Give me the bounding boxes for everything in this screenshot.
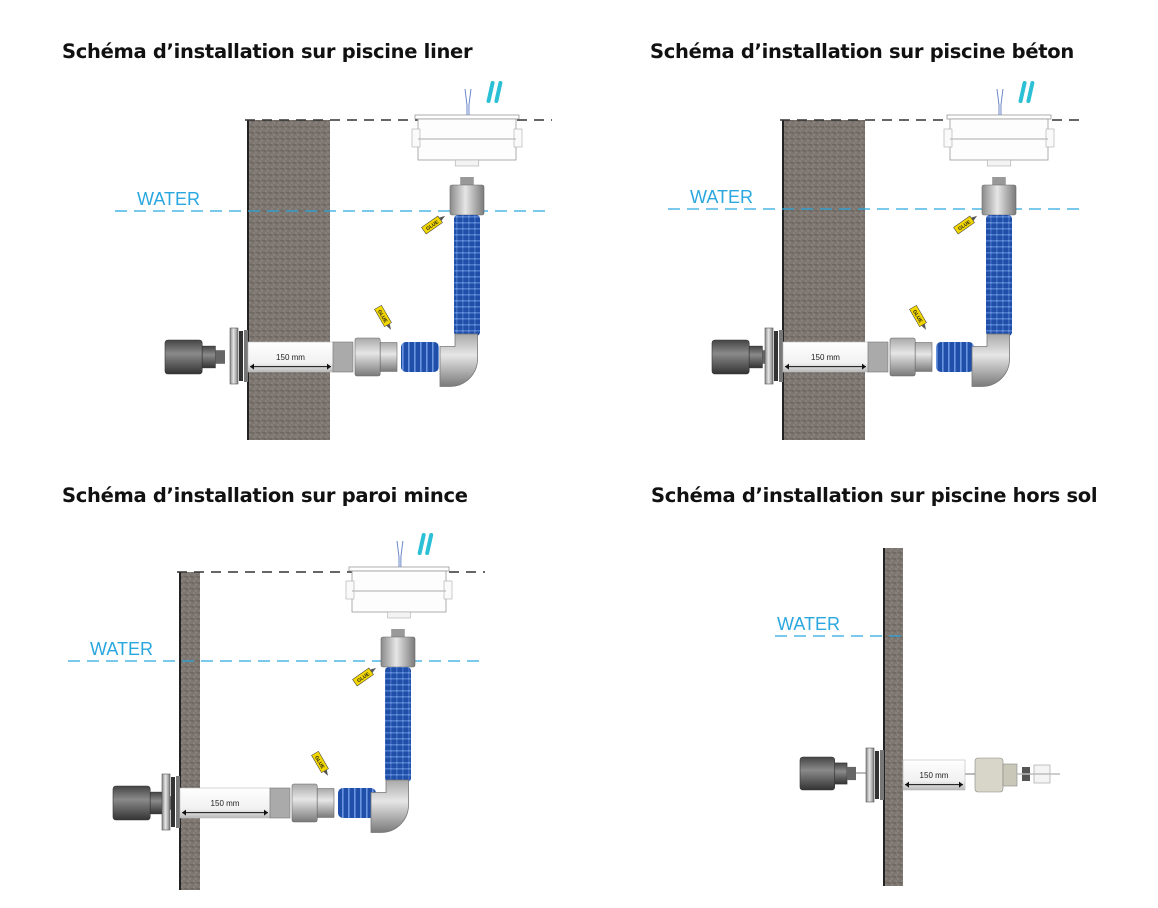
coupling-vertical	[449, 184, 485, 216]
blue-hose-horizontal	[936, 342, 974, 372]
blue-hose-horizontal	[338, 788, 376, 818]
glue-tube-icon: GLUE	[311, 750, 329, 776]
pool-wall	[180, 572, 200, 890]
pool-wall	[783, 120, 865, 440]
nut	[992, 177, 1006, 185]
glue-tube-icon: GLUE	[421, 215, 446, 235]
pool-wall	[248, 120, 330, 440]
wire-connectors-icon	[417, 533, 434, 555]
threaded-adapter	[269, 787, 291, 819]
wall-flange	[229, 327, 248, 385]
water-label: WATER	[137, 189, 200, 209]
wall-flange	[865, 747, 884, 803]
sleeve-pipe: 150 mm	[902, 759, 966, 791]
water-label: WATER	[690, 187, 753, 207]
blue-hose-horizontal	[401, 342, 439, 372]
junction-box	[345, 533, 453, 619]
wall-flange	[764, 327, 783, 385]
water-label: WATER	[90, 639, 153, 659]
panel-title-hors-sol: Schéma d’installation sur piscine hors s…	[651, 484, 1098, 507]
lamp-body	[799, 756, 856, 791]
wall-flange	[161, 773, 180, 831]
elbow-fitting	[971, 333, 1010, 387]
panel-title-paroi-mince: Schéma d’installation sur paroi mince	[62, 484, 468, 507]
wire-connectors-icon	[1018, 81, 1035, 103]
panel-title-beton: Schéma d’installation sur piscine béton	[650, 40, 1074, 63]
cable-gland	[974, 757, 1060, 793]
junction-box	[411, 81, 523, 167]
threaded-adapter	[332, 341, 354, 373]
coupling-horizontal	[889, 337, 933, 377]
hose-ribs	[986, 215, 1012, 336]
nut	[391, 629, 405, 637]
lamp-body	[164, 339, 225, 375]
wire-connectors-icon	[486, 81, 503, 103]
glue-tube-icon: GLUE	[374, 304, 392, 330]
dimension-label: 150 mm	[811, 353, 840, 362]
coupling-vertical	[981, 184, 1017, 216]
threaded-adapter	[867, 341, 889, 373]
cable-wires	[464, 88, 472, 115]
diagram-panel-1: WATER GLUE 150 mm GLUE	[115, 81, 552, 440]
nut	[460, 177, 474, 185]
cable-wires	[996, 88, 1004, 115]
diagram-panel-2: WATER GLUE 150 mm GLUE	[668, 81, 1085, 440]
pool-wall	[884, 548, 903, 886]
cable-wires	[396, 540, 404, 567]
glue-tube-icon: GLUE	[953, 215, 978, 235]
dimension-label: 150 mm	[920, 771, 949, 780]
panel-title-liner: Schéma d’installation sur piscine liner	[62, 40, 473, 63]
water-label: WATER	[777, 614, 840, 634]
hose-ribs	[385, 667, 411, 782]
elbow-fitting	[439, 333, 478, 387]
sleeve-pipe: 150 mm	[179, 787, 271, 819]
elbow-fitting	[370, 779, 409, 833]
coupling-vertical	[380, 636, 416, 668]
dimension-label: 150 mm	[211, 799, 240, 808]
glue-tube-icon: GLUE	[352, 667, 377, 687]
diagram-panel-3: WATER GLUE 150 mm GLUE	[68, 533, 485, 890]
dimension-label: 150 mm	[276, 353, 305, 362]
coupling-horizontal	[354, 337, 398, 377]
sleeve-pipe: 150 mm	[782, 341, 869, 373]
diagram-panel-4: WATER 150 mm	[775, 548, 1060, 886]
glue-tube-icon: GLUE	[909, 304, 927, 330]
sleeve-pipe: 150 mm	[247, 341, 334, 373]
hose-ribs	[454, 215, 480, 336]
junction-box	[943, 81, 1055, 167]
coupling-horizontal	[291, 783, 335, 823]
lamp-body	[711, 339, 772, 375]
